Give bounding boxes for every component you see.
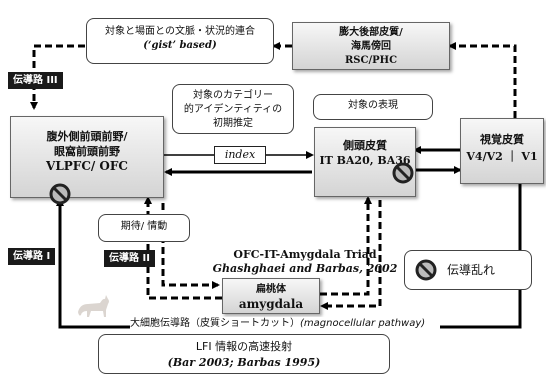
legend-text: 伝導乱れ — [447, 263, 496, 277]
pfc-line3: VLPFC/ OFC — [46, 159, 128, 173]
lfi-box: LFI 情報の高速投射 (Bar 2003; Barbas 1995) — [98, 334, 390, 374]
pfc-line2: 眼窩前頭前野 — [54, 145, 120, 158]
repr-text: 対象の表現 — [348, 100, 398, 111]
amygdala-line1: 扁桃体 — [256, 284, 286, 295]
pfc-box: 腹外側前頭前野/ 眼窩前頭前野 VLPFC/ OFC — [10, 116, 164, 198]
category-line3: 初期推定 — [213, 118, 253, 129]
no-entry-icon — [415, 259, 437, 281]
no-entry-icon — [49, 183, 71, 205]
temporal-cortex-box: 側頭皮質 IT BA20, BA36 — [314, 127, 416, 197]
visual-cortex-box: 視覚皮質 V4/V2 ｜ V1 — [460, 118, 544, 184]
rsc-phc-box: 膨大後部皮質/ 海馬傍回 RSC/PHC — [292, 22, 450, 70]
arrow-pathway-ii-from-temporal — [320, 200, 382, 310]
arrow-visual-to-rsc — [448, 42, 517, 118]
magno-jp: 大細胞伝導路（皮質ショートカット） — [130, 318, 300, 329]
arrow-pathway-ii-temporal — [320, 196, 372, 296]
gist-line2: (‘gist’ based) — [143, 40, 217, 51]
arrow-pathway-ii-pfc — [144, 196, 222, 300]
category-line2: 的アイデンティティの — [183, 104, 283, 115]
gist-line1: 対象と場面との文脈・状況的連合 — [105, 26, 255, 37]
expectation-emotion-box: 期待/ 情動 — [98, 214, 190, 242]
category-estimate-box: 対象のカテゴリー 的アイデンティティの 初期推定 — [172, 84, 294, 134]
expect-text: 期待/ 情動 — [120, 221, 168, 232]
temporal-line2: IT BA20, BA36 — [319, 154, 411, 167]
pathway-i-label: 伝導路 I — [8, 248, 56, 265]
object-representation-box: 対象の表現 — [313, 94, 433, 120]
visual-line1: 視覚皮質 — [480, 133, 524, 146]
rsc-line1: 膨大後部皮質/ — [339, 27, 403, 38]
amygdala-line2: amygdala — [238, 297, 304, 311]
visual-line2: V4/V2 ｜ V1 — [466, 150, 538, 163]
gist-context-box: 対象と場面との文脈・状況的連合 (‘gist’ based) — [86, 18, 274, 64]
category-line1: 対象のカテゴリー — [193, 90, 273, 101]
magno-en: (magnocellular pathway) — [300, 318, 426, 329]
triad-citation: Ghashghaei and Barbas, 2002 — [212, 262, 398, 275]
magnocellular-label: 大細胞伝導路（皮質ショートカット）(magnocellular pathway) — [130, 317, 440, 331]
lfi-line1: LFI 情報の高速投射 — [195, 340, 293, 353]
pfc-line1: 腹外側前頭前野/ — [46, 130, 128, 143]
pathway-ii-label: 伝導路 II — [104, 250, 155, 267]
cat-silhouette-image — [72, 290, 112, 320]
index-label: index — [214, 146, 266, 164]
amygdala-box: 扁桃体 amygdala — [222, 278, 320, 314]
rsc-line3: RSC/PHC — [344, 55, 398, 66]
legend-box: 伝導乱れ — [404, 250, 532, 290]
triad-title: OFC-IT-Amygdala Triad — [233, 248, 377, 261]
temporal-line1: 側頭皮質 — [343, 139, 387, 152]
rsc-line2: 海馬傍回 — [351, 41, 391, 52]
lfi-line2: (Bar 2003; Barbas 1995) — [167, 356, 321, 369]
pathway-iii-label: 伝導路 III — [8, 72, 63, 89]
no-entry-icon — [392, 162, 414, 184]
